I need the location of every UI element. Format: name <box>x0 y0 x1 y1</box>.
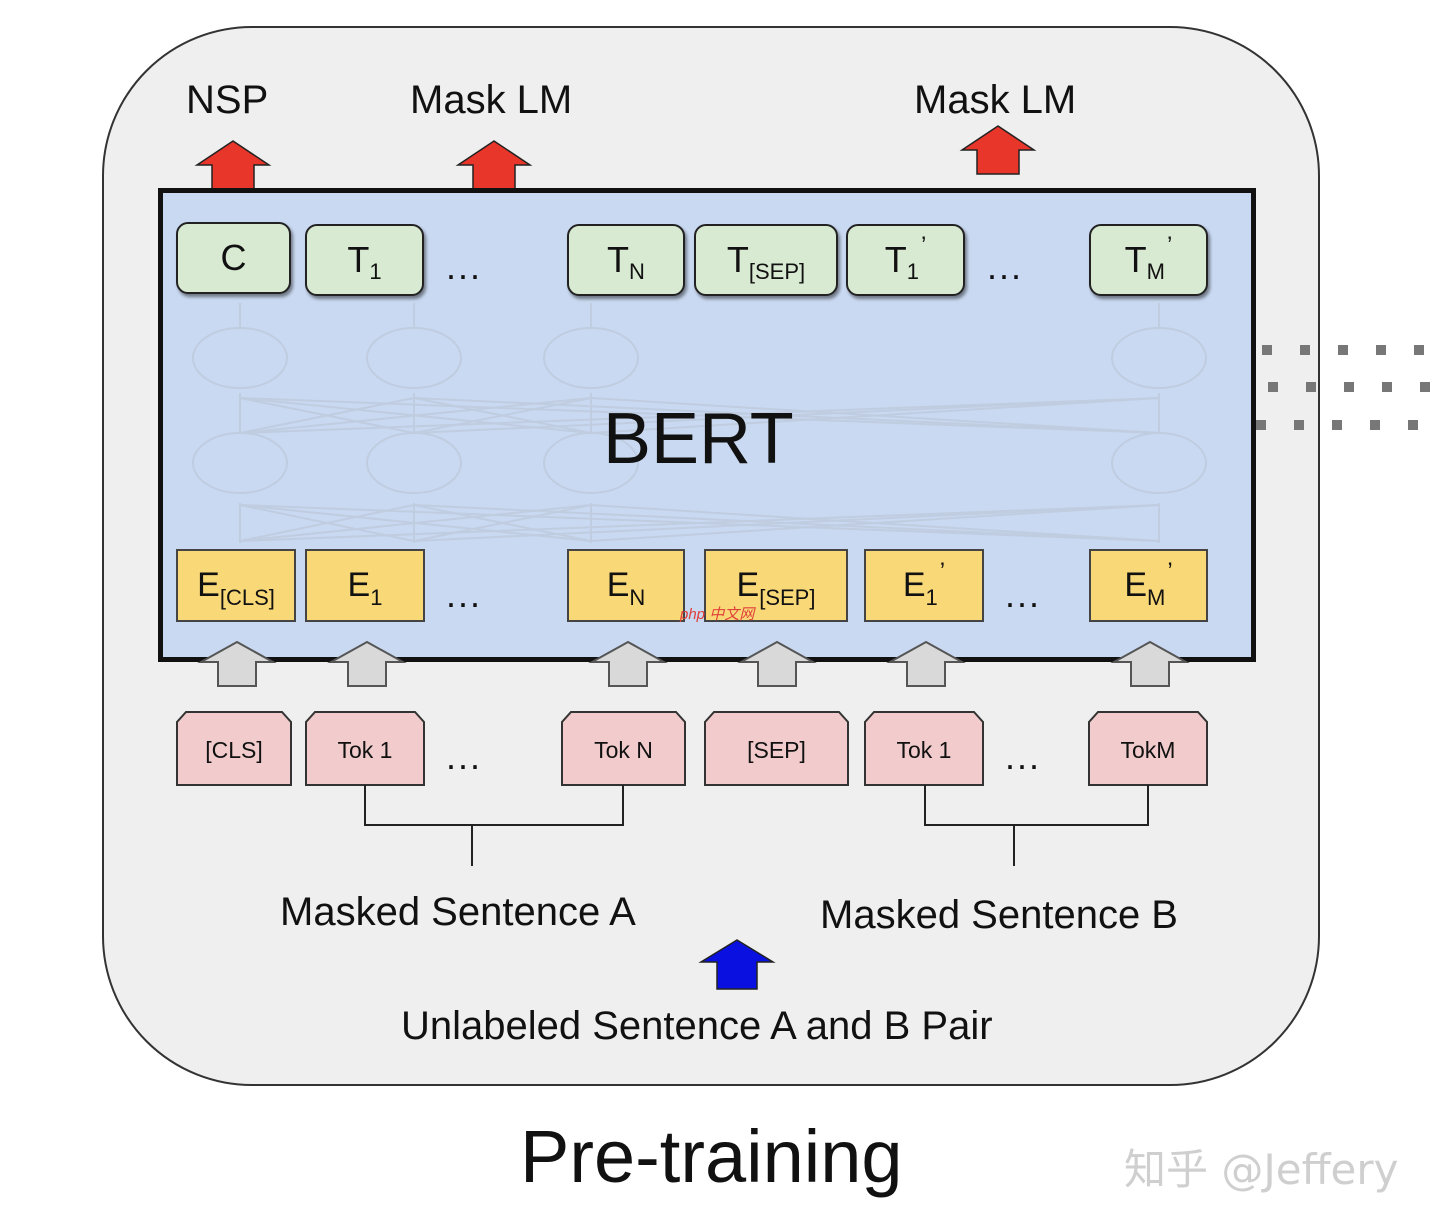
token-ellipsis-b: ... <box>1005 736 1042 777</box>
sentence-b-label: Masked Sentence B <box>820 893 1178 937</box>
bracket-sentence-a <box>364 785 624 826</box>
mask-lm-label-a: Mask LM <box>410 78 573 122</box>
output-c: C <box>176 222 291 294</box>
token-shape-tok1b <box>864 711 984 786</box>
transformer-layers <box>192 303 1207 543</box>
token-tokn: Tok N <box>594 737 653 763</box>
embedding-ellipsis-b: ... <box>1005 574 1042 615</box>
output-ellipsis-a: ... <box>446 246 483 287</box>
mask-lm-arrow-b <box>959 125 1037 175</box>
gray-arrow-5 <box>886 640 966 687</box>
bracket-sentence-b <box>924 785 1149 826</box>
token-shape-sep <box>704 711 849 786</box>
token-shape-tokn <box>561 711 686 786</box>
input-arrow <box>698 939 776 990</box>
token-shape-cls <box>176 711 292 786</box>
stage-title: Pre-training <box>520 1115 903 1198</box>
zhihu-watermark: 知乎 @Jeffery <box>1124 1145 1399 1194</box>
token-ellipsis-a: ... <box>446 736 483 777</box>
php-watermark: php 中文网 <box>680 606 755 623</box>
token-cls: [CLS] <box>205 737 263 763</box>
output-tsep: T[SEP] <box>694 224 838 296</box>
token-shape-tokm <box>1088 711 1208 786</box>
gray-arrow-6 <box>1110 640 1190 687</box>
embedding-ellipsis-a: ... <box>446 574 483 615</box>
gray-arrow-4 <box>737 640 817 687</box>
continuation-dots <box>1256 345 1430 430</box>
gray-arrow-2 <box>327 640 407 687</box>
output-ellipsis-b: ... <box>987 246 1024 287</box>
embedding-sep: E[SEP] <box>704 549 848 622</box>
token-tok1: Tok 1 <box>337 737 393 763</box>
gray-arrow-1 <box>197 640 277 687</box>
token-tok1-b: Tok 1 <box>896 737 952 763</box>
token-sep: [SEP] <box>747 737 806 763</box>
embedding-cls: E[CLS] <box>176 549 296 622</box>
token-shape-tok1 <box>305 711 425 786</box>
sentence-a-label: Masked Sentence A <box>280 890 636 934</box>
nsp-label: NSP <box>186 78 269 122</box>
mask-lm-label-b: Mask LM <box>914 78 1077 122</box>
input-pair-label: Unlabeled Sentence A and B Pair <box>401 1004 993 1048</box>
token-tokm: TokM <box>1120 737 1176 763</box>
gray-arrow-3 <box>588 640 668 687</box>
bert-title: BERT <box>603 399 794 479</box>
head-arrows <box>194 125 1037 191</box>
